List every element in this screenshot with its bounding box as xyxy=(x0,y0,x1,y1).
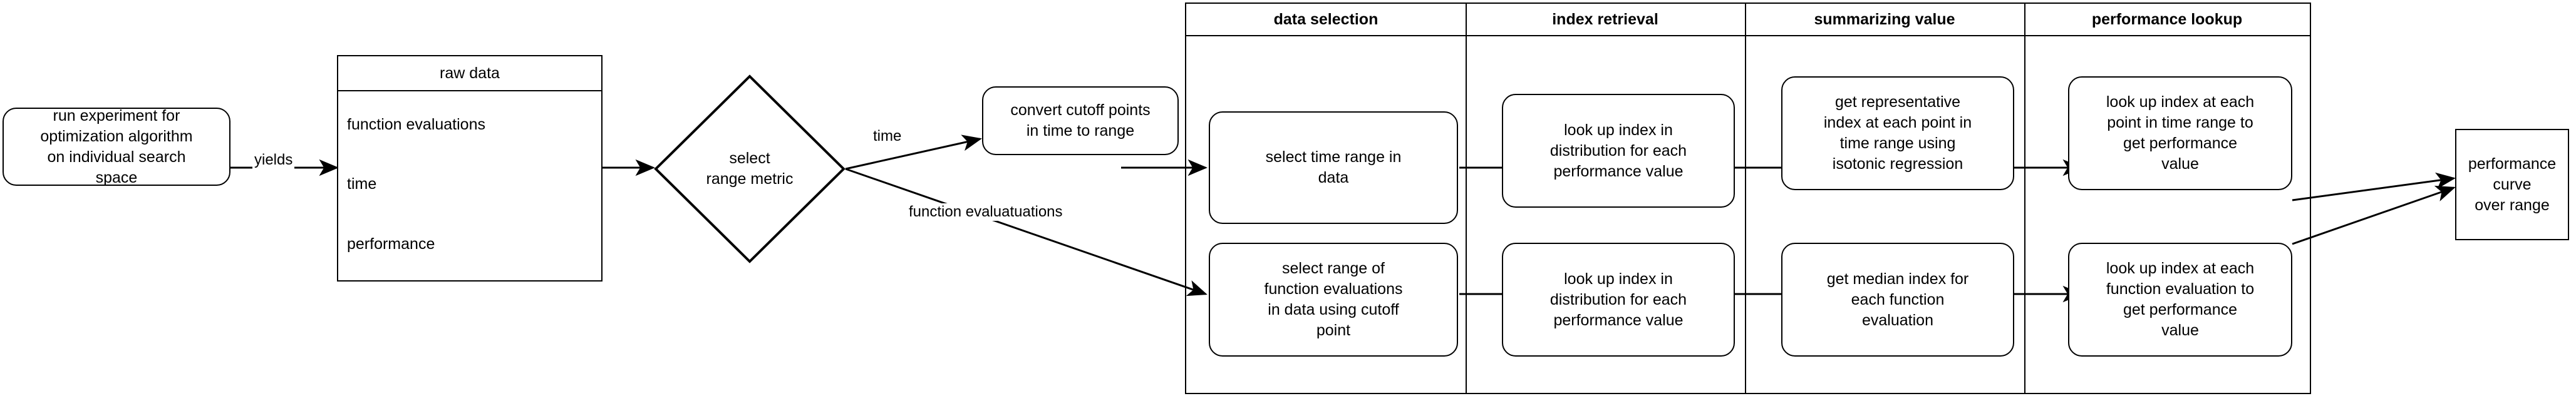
raw-data-fields: function evaluations time performance xyxy=(338,91,601,280)
lane-header-performance-lookup: performance lookup xyxy=(2024,4,2310,36)
convert-cutoff-points-node[interactable]: convert cutoff points in time to range xyxy=(982,86,1179,155)
lane-divider-1 xyxy=(1466,4,1467,393)
edge-decision-to-select-range xyxy=(845,168,1208,297)
edge-label-time: time xyxy=(871,128,904,145)
edge-decision-to-convert xyxy=(845,135,982,170)
edge-top-4-to-result xyxy=(2292,172,2456,201)
lane-node-get-median-index[interactable]: get median index for each function evalu… xyxy=(1781,243,2014,357)
lane-header-data-selection: data selection xyxy=(1186,4,1466,36)
lane-header-summarizing-value: summarizing value xyxy=(1745,4,2024,36)
lane-node-lookup-index-distribution-bottom[interactable]: look up index in distribution for each p… xyxy=(1502,243,1735,357)
lane-node-get-representative-index[interactable]: get representative index at each point i… xyxy=(1781,76,2014,190)
diamond-shape xyxy=(654,74,846,263)
lane-header-index-retrieval: index retrieval xyxy=(1466,4,1745,36)
edge-bottom-4-to-result xyxy=(2292,185,2456,245)
raw-data-field-performance: performance xyxy=(347,235,435,253)
edge-label-yields: yields xyxy=(252,151,295,169)
raw-data-field-time: time xyxy=(347,175,377,193)
lane-divider-2 xyxy=(1745,4,1746,393)
result-performance-curve-node[interactable]: performance curve over range xyxy=(2455,129,2569,240)
raw-data-title: raw data xyxy=(338,56,601,91)
start-node[interactable]: run experiment for optimization algorith… xyxy=(3,107,230,186)
decision-label: select range metric xyxy=(706,150,794,188)
swimlane-pool xyxy=(1185,3,2311,394)
lane-node-lookup-index-function-evaluation[interactable]: look up index at each function evaluatio… xyxy=(2068,243,2292,357)
raw-data-entity[interactable]: raw data function evaluations time perfo… xyxy=(337,55,603,282)
lane-divider-3 xyxy=(2024,4,2025,393)
lane-node-lookup-index-distribution-top[interactable]: look up index in distribution for each p… xyxy=(1502,94,1735,208)
lane-node-select-time-range[interactable]: select time range in data xyxy=(1209,111,1458,224)
decision-select-range-metric[interactable]: select range metric xyxy=(653,74,846,264)
lane-node-select-range-function-evaluations[interactable]: select range of function evaluations in … xyxy=(1209,243,1458,357)
raw-data-field-function-evaluations: function evaluations xyxy=(347,116,485,134)
edge-label-function-evaluations: function evaluatuations xyxy=(907,203,1065,221)
lane-node-lookup-index-time-range[interactable]: look up index at each point in time rang… xyxy=(2068,76,2292,190)
